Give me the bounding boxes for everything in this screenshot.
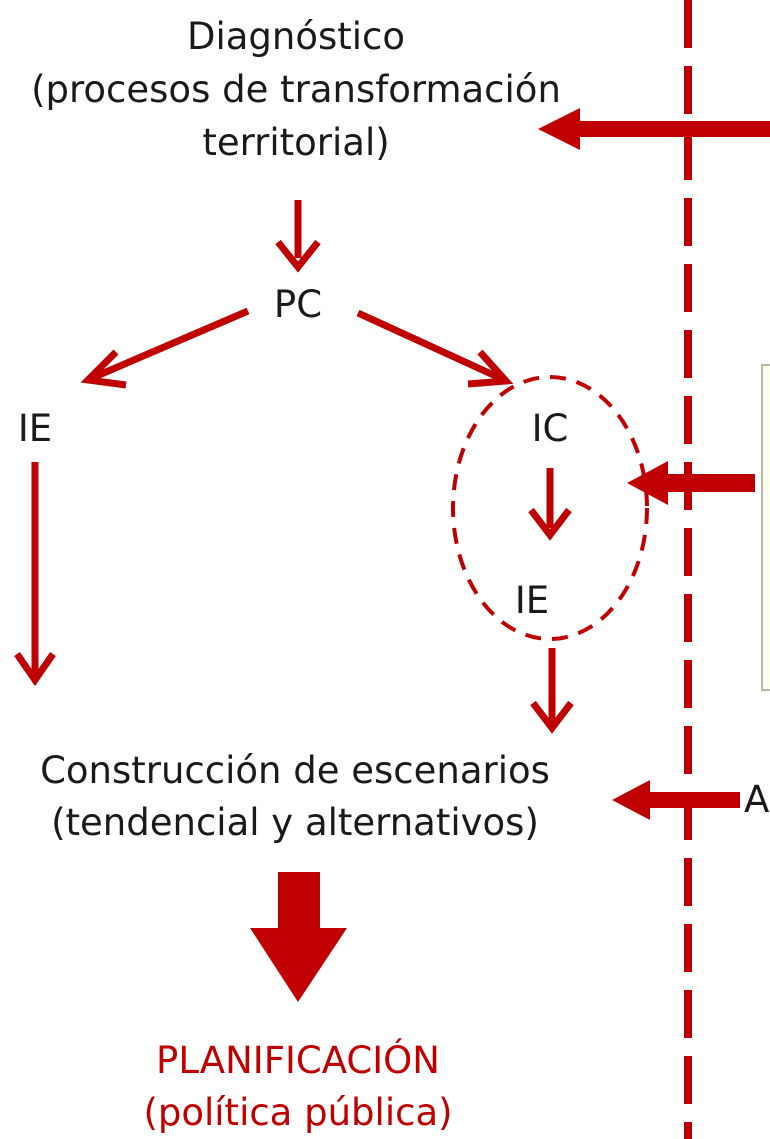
- arrow-pc-ie-left: [80, 307, 250, 389]
- inset-panel: [761, 364, 770, 691]
- node-pc: PC: [273, 283, 323, 326]
- external-arrow-escenarios: [612, 780, 740, 820]
- block-arrow-planificacion: [250, 872, 347, 1002]
- node-ic: IC: [531, 407, 569, 450]
- external-arrow-ellipse: [627, 461, 755, 505]
- external-arrow-diagnostico: [538, 108, 770, 150]
- node-ie-right: IE: [514, 579, 550, 622]
- arrow-ie-left-down: [14, 462, 56, 687]
- node-diagnostico-line3: territorial): [202, 121, 390, 164]
- node-escenarios-line1: Construcción de escenarios: [40, 749, 550, 792]
- arrow-diagnostico-pc: [275, 200, 321, 273]
- dashed-group-ellipse: [451, 375, 649, 641]
- arrow-ellipse-escenarios: [530, 648, 574, 734]
- node-ie-left: IE: [17, 407, 53, 450]
- node-diagnostico-line2: (procesos de transformación: [31, 68, 561, 111]
- node-planificacion-line2: (política pública): [143, 1091, 453, 1134]
- node-escenarios-line2: (tendencial y alternativos): [51, 801, 539, 844]
- cut-off-label: A: [744, 778, 770, 821]
- arrow-pc-ic: [356, 309, 514, 388]
- arrow-ic-ie: [528, 468, 572, 541]
- node-planificacion-line1: PLANIFICACIÓN: [156, 1039, 440, 1082]
- node-diagnostico-line1: Diagnóstico: [186, 15, 406, 58]
